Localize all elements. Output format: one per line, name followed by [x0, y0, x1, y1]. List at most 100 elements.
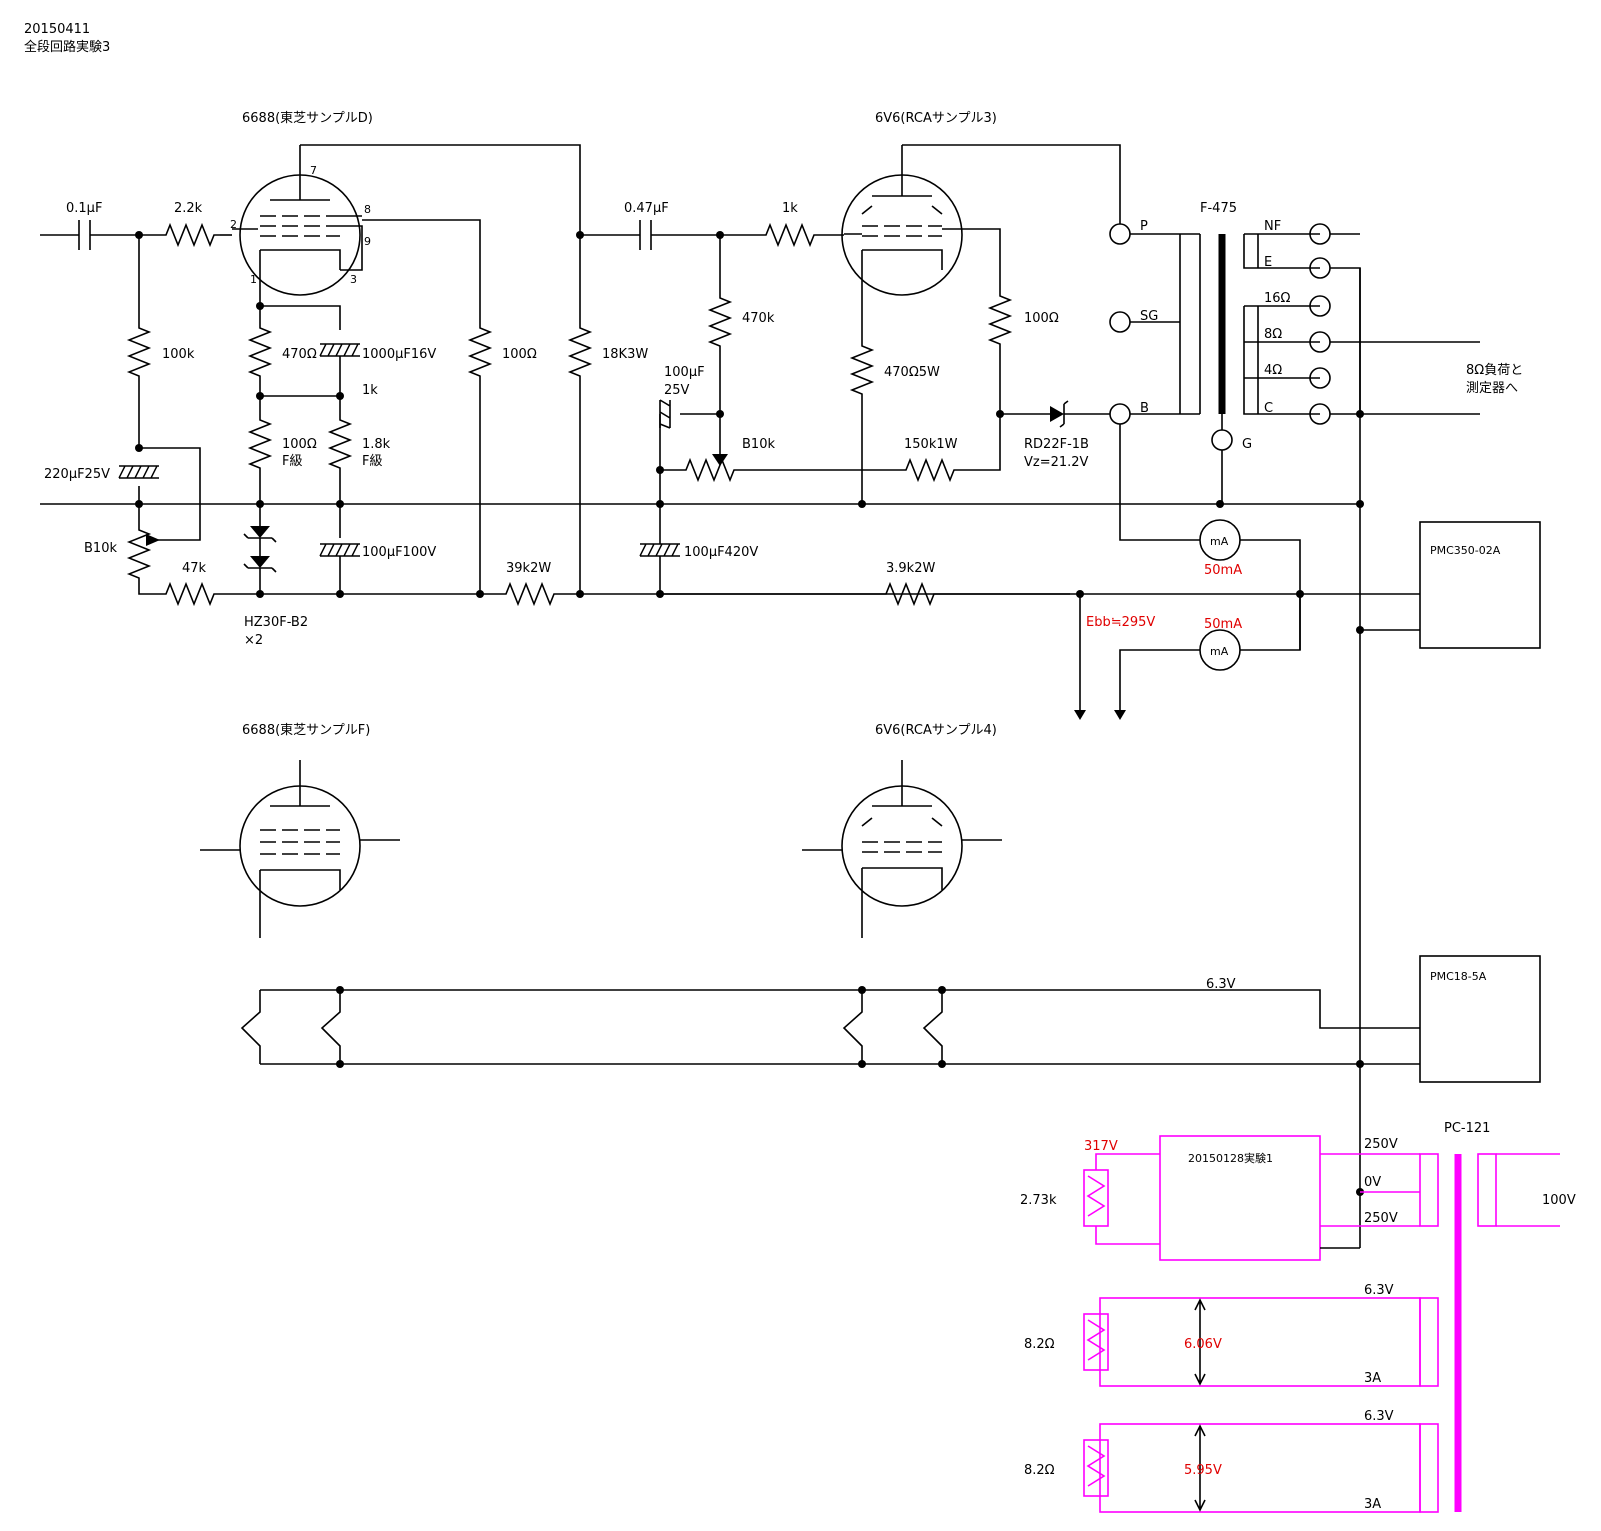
meter-1-reading: 50mA	[1204, 563, 1242, 578]
label-vr-b10k-1: B10k	[84, 541, 117, 556]
meter-2-reading: 50mA	[1204, 617, 1242, 632]
label-vz: Vz=21.2V	[1024, 455, 1089, 470]
label-r-18k: 18K3W	[602, 347, 648, 362]
label-c-100u420: 100μF420V	[684, 545, 758, 560]
label-r-grid1: 2.2k	[174, 201, 203, 216]
b-plus-rail	[660, 583, 1420, 720]
meter-2-unit: mA	[1210, 645, 1229, 658]
xfmr-4: 4Ω	[1264, 363, 1282, 378]
label-r-1-8k: 1.8k	[362, 437, 391, 452]
tube-v1-symbol	[232, 145, 363, 303]
coupling-v2	[580, 220, 900, 598]
power-block	[1083, 1135, 1560, 1512]
xfmr-nf: NF	[1264, 219, 1281, 234]
heater-test-1	[1083, 1297, 1439, 1387]
power-r273: 2.73k	[1020, 1193, 1057, 1208]
heater-wiring	[240, 986, 1420, 1068]
label-diode: RD22F-1B	[1024, 437, 1089, 452]
pin-7: 7	[310, 164, 317, 177]
heater-voltage: 6.3V	[1206, 977, 1236, 992]
h1-voltage: 6.3V	[1364, 1283, 1394, 1298]
label-f-grade-1: F級	[282, 454, 302, 469]
pin-3: 3	[350, 273, 357, 286]
label-c-047: 0.47μF	[624, 201, 669, 216]
xfmr-8: 8Ω	[1264, 327, 1282, 342]
output-transformer	[902, 144, 1480, 504]
power-block-label: 20150128実験1	[1188, 1151, 1273, 1165]
xfmr-g: G	[1242, 437, 1252, 452]
tube-v3-symbol	[200, 760, 400, 938]
cathode-network-v1	[243, 302, 361, 598]
tube-label-v4: 6V6(RCAサンプル4)	[875, 723, 997, 738]
tube-label-v1: 6688(東芝サンプルD)	[242, 110, 373, 126]
load-label-1: 8Ω負荷と	[1466, 363, 1523, 378]
xfmr-sg: SG	[1140, 309, 1158, 324]
label-zener: HZ30F-B2	[244, 615, 308, 630]
xfmr-c: C	[1264, 401, 1273, 416]
h1-resistor: 8.2Ω	[1024, 1337, 1055, 1352]
h2-resistor: 8.2Ω	[1024, 1463, 1055, 1478]
label-r-100-a: 100Ω	[502, 347, 537, 362]
label-r-150k: 150k1W	[904, 437, 958, 452]
label-c-100u25-b: 25V	[664, 383, 690, 398]
label-r-1k: 1k	[362, 383, 378, 398]
power-t250a: 250V	[1364, 1137, 1398, 1152]
xfmr-p: P	[1140, 219, 1148, 234]
xfmr-16: 16Ω	[1264, 291, 1291, 306]
tube-label-v2: 6V6(RCAサンプル3)	[875, 111, 997, 126]
h2-amps: 3A	[1364, 1497, 1381, 1512]
tube-v4-symbol	[802, 760, 1002, 938]
doc-date: 20150411	[24, 22, 90, 37]
power-v317: 317V	[1084, 1139, 1118, 1154]
meter-1-unit: mA	[1210, 535, 1229, 548]
power-pc121: PC-121	[1444, 1121, 1490, 1136]
label-r-100-f: 100Ω	[282, 437, 317, 452]
label-r-39k: 39k2W	[506, 561, 551, 576]
label-r-47k: 47k	[182, 561, 207, 576]
label-r-470k: 470k	[742, 311, 775, 326]
power-t0: 0V	[1364, 1175, 1381, 1190]
cathode-bias-v1	[118, 447, 480, 605]
pmc350-label: PMC350-02A	[1430, 544, 1501, 557]
power-t250b: 250V	[1364, 1211, 1398, 1226]
heater-test-2	[1083, 1423, 1439, 1513]
pin-9: 9	[364, 235, 371, 248]
label-r-3-9k: 3.9k2W	[886, 561, 935, 576]
h1-amps: 3A	[1364, 1371, 1381, 1386]
pmc350-box	[1419, 521, 1541, 649]
doc-title: 全段回路実験3	[24, 39, 110, 55]
label-r-100-k2: 100Ω	[1024, 311, 1059, 326]
v2-cathode-screen	[851, 289, 1110, 508]
ebb-voltage: Ebb≒295V	[1086, 615, 1155, 630]
label-zener-count: ×2	[244, 633, 263, 648]
h1-measured: 6.06V	[1184, 1337, 1222, 1352]
xfmr-e: E	[1264, 255, 1272, 270]
h2-voltage: 6.3V	[1364, 1409, 1394, 1424]
label-r-1k-g2: 1k	[782, 201, 798, 216]
pmc18-box	[1419, 955, 1541, 1083]
label-r-470-5w: 470Ω5W	[884, 365, 940, 380]
pin-8: 8	[364, 203, 371, 216]
xfmr-b: B	[1140, 401, 1149, 416]
load-label-2: 測定器へ	[1466, 381, 1518, 396]
label-c-100u25-a: 100μF	[664, 365, 705, 380]
label-c-in: 0.1μF	[66, 201, 102, 216]
label-c-220u: 220μF25V	[44, 467, 110, 482]
tube-v2-symbol	[841, 145, 1001, 340]
label-r-470: 470Ω	[282, 347, 317, 362]
power-v100: 100V	[1542, 1193, 1576, 1208]
h2-measured: 5.95V	[1184, 1463, 1222, 1478]
label-f-grade-2: F級	[362, 454, 382, 469]
label-c-100u100: 100μF100V	[362, 545, 436, 560]
input-wiring	[40, 220, 232, 452]
pin-1: 1	[250, 273, 257, 286]
meter-1	[1114, 424, 1301, 720]
pmc18-label: PMC18-5A	[1430, 970, 1487, 983]
tube-label-v3: 6688(東芝サンプルF)	[242, 722, 370, 738]
label-vr-b10k-2: B10k	[742, 437, 775, 452]
label-r-100k: 100k	[162, 347, 195, 362]
pin-2: 2	[230, 218, 237, 231]
label-c-1000u: 1000μF16V	[362, 347, 436, 362]
xfmr-name: F-475	[1200, 201, 1237, 216]
